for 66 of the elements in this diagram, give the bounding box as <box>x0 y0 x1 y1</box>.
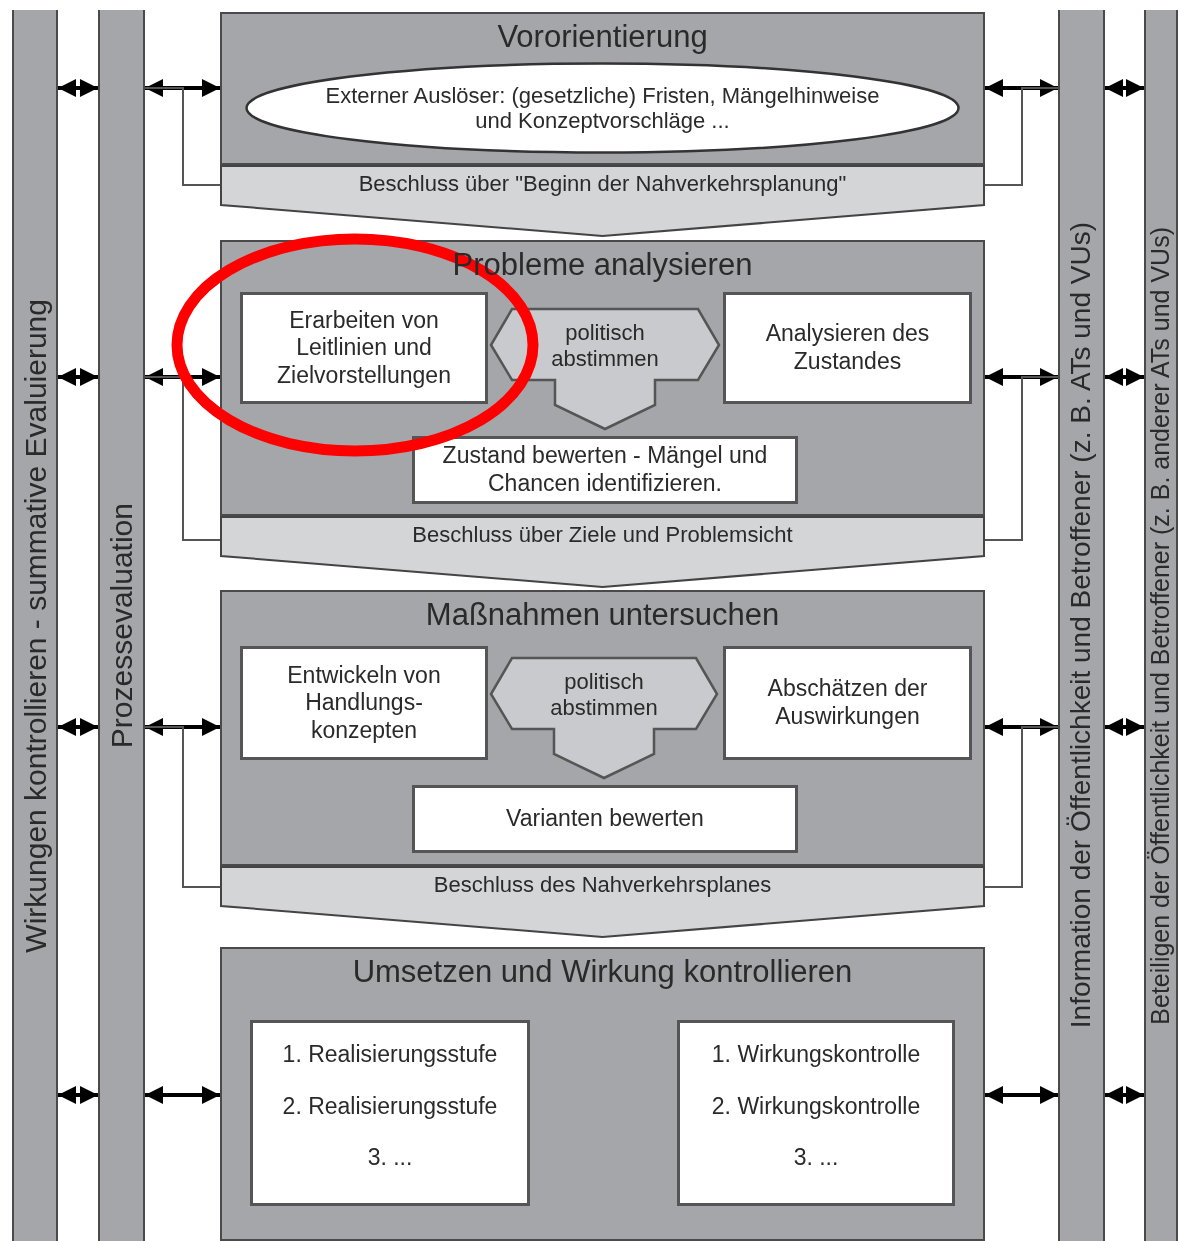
vertical-bar <box>1144 10 1178 1241</box>
double-arrow <box>58 79 98 97</box>
phase-box <box>220 947 985 1241</box>
box-text: Erarbeiten von Leitlinien und Zielvorstellungen <box>276 306 452 390</box>
process-box <box>723 292 972 404</box>
connector-line <box>144 726 221 888</box>
double-arrow <box>145 368 220 386</box>
double-arrow <box>58 1086 98 1104</box>
connector-line <box>984 376 1059 541</box>
box-text: Analysieren des Zustandes <box>764 320 931 376</box>
box-text: Entwickeln von Handlungs- konzepten <box>286 661 442 745</box>
connector-line <box>984 87 1059 186</box>
double-arrow <box>145 79 220 97</box>
hexagon-text: politisch abstimmen <box>550 320 660 373</box>
process-box <box>240 292 488 404</box>
double-arrow <box>1105 718 1144 736</box>
double-arrow <box>58 368 98 386</box>
phase-title: Maßnahmen untersuchen <box>425 596 780 634</box>
phase-title: Umsetzen und Wirkung kontrollieren <box>352 953 853 991</box>
bar-label: Information der Öffentlichkeit und Betroffener (z. B. ATs und VUs) <box>1066 222 1097 1029</box>
double-arrow <box>985 1086 1058 1104</box>
double-arrow <box>985 79 1058 97</box>
list-item: 3. ... <box>793 1144 839 1172</box>
process-box <box>412 785 798 853</box>
phase-box <box>220 590 985 866</box>
double-arrow <box>58 718 98 736</box>
list-item: 2. Wirkungskontrolle <box>711 1092 921 1121</box>
bar-label: Wirkungen kontrollieren - summative Evaluierung <box>18 298 52 953</box>
process-box <box>412 436 798 504</box>
step-list-box <box>677 1020 955 1206</box>
vertical-bar <box>98 10 145 1241</box>
process-box <box>723 646 972 760</box>
connector-line <box>144 376 221 541</box>
box-text: Zustand bewerten - Mängel und Chancen identifizieren. <box>441 442 769 498</box>
list-item: 1. Wirkungskontrolle <box>711 1041 921 1069</box>
connector-line <box>144 87 221 186</box>
phase-box <box>220 12 985 165</box>
decision-text: Beschluss über "Beginn der Nahverkehrsplanung" <box>358 171 847 198</box>
bar-label: Beteiligen der Öffentlichkeit und Betroffener (z. B. anderer ATs und VUs) <box>1147 226 1175 1025</box>
phase-title: Vororientierung <box>497 18 708 56</box>
box-text: Varianten bewerten <box>506 805 704 833</box>
connector-line <box>984 726 1059 888</box>
hexagon-text: politisch abstimmen <box>549 669 659 722</box>
bar-label: Prozessevaluation <box>105 502 138 749</box>
box-text: Abschätzen der Auswirkungen <box>766 675 929 731</box>
vertical-bar <box>1058 10 1105 1241</box>
list-item: 2. Realisierungsstufe <box>282 1092 498 1121</box>
double-arrow <box>985 368 1058 386</box>
trigger-ellipse <box>245 62 960 154</box>
phase-box <box>220 240 985 516</box>
decision-text: Beschluss über Ziele und Problemsicht <box>412 522 793 549</box>
double-arrow <box>145 1086 220 1104</box>
vertical-bar <box>12 10 58 1241</box>
list-item: 1. Realisierungsstufe <box>282 1041 498 1069</box>
coordination-hexagon <box>490 657 718 777</box>
double-arrow <box>145 718 220 736</box>
step-list-box <box>250 1020 530 1206</box>
process-box <box>240 646 488 760</box>
trigger-text: Externer Auslöser: (gesetzliche) Fristen, Mängelhinweise und Konzeptvorschläge ... <box>324 82 881 134</box>
double-arrow <box>1105 79 1144 97</box>
decision-text: Beschluss des Nahverkehrsplanes <box>433 872 772 899</box>
coordination-hexagon <box>490 308 720 430</box>
double-arrow <box>985 718 1058 736</box>
double-arrow <box>1105 1086 1144 1104</box>
list-item: 3. ... <box>367 1144 413 1172</box>
double-arrow <box>1105 368 1144 386</box>
